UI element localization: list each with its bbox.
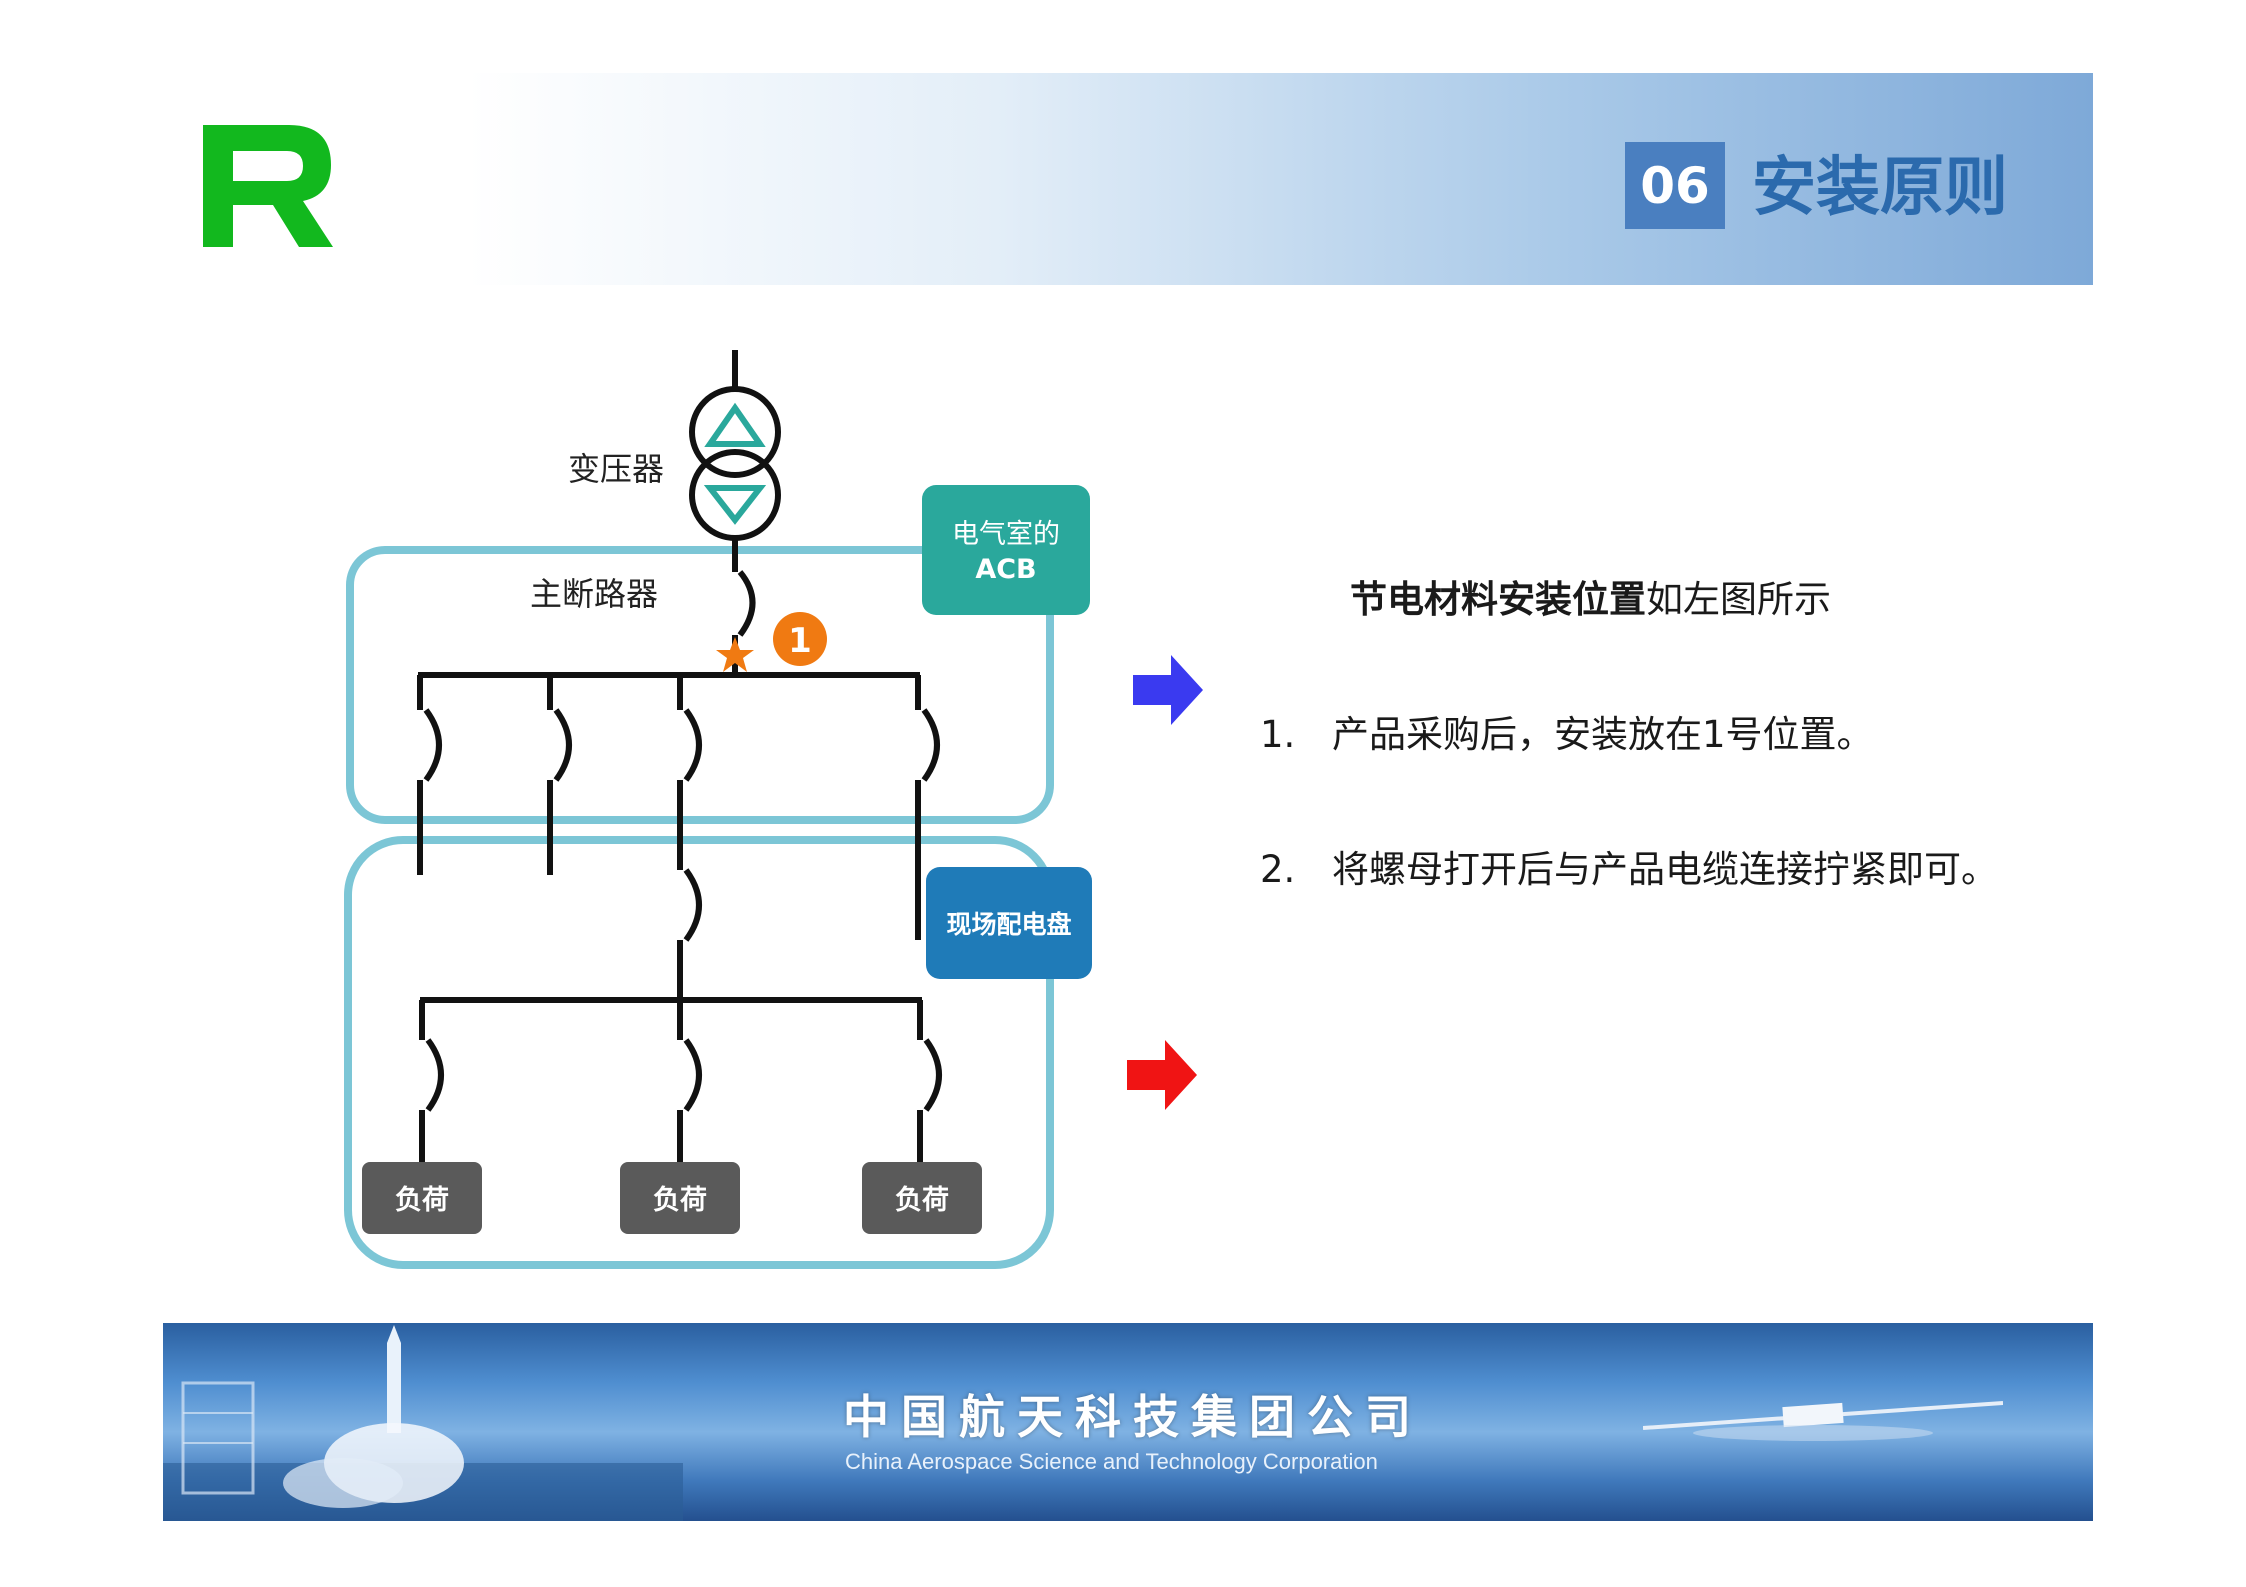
lower-branch-2 [677, 1000, 702, 1162]
lower-branch-1 [419, 1000, 444, 1162]
blue-arrow-icon [1133, 655, 1203, 725]
lower-branch-3 [917, 1000, 942, 1162]
load-box-3 [862, 1162, 982, 1234]
satellite-illustration [1643, 1401, 2003, 1441]
panel-box [926, 867, 1092, 979]
load-label-2: 负荷 [653, 1185, 707, 1216]
install-position-marker [773, 612, 827, 666]
circuit-diagram: 变压器 主断路器 1 [344, 350, 1092, 1269]
panel-box-label: 现场配电盘 [946, 910, 1071, 939]
upper-branch-3 [677, 675, 702, 1000]
intro-line: 节电材料安装位置如左图所示 [1350, 570, 1831, 630]
acb-box-label-line1: 电气室的 [952, 519, 1060, 550]
load-label-3: 负荷 [895, 1185, 949, 1216]
intro-bold: 节电材料安装位置 [1350, 578, 1646, 621]
upper-branch-1 [417, 675, 442, 875]
section-number-badge: 06 [1625, 142, 1725, 229]
acb-frame [346, 546, 1054, 824]
footer-title: 中国航天科技集团公司 [843, 1390, 1423, 1444]
step-2-number: 2. [1260, 848, 1296, 891]
step-1-number: 1. [1260, 713, 1296, 756]
transformer-symbol [689, 386, 781, 541]
upper-branch-2 [547, 675, 572, 875]
rocket-launch-illustration [163, 1325, 683, 1521]
load-box-1 [362, 1162, 482, 1234]
red-arrow-icon [1127, 1040, 1197, 1110]
acb-box-label-line2: ACB [975, 554, 1036, 585]
header-band [203, 73, 2093, 285]
footer-subtitle: China Aerospace Science and Technology C… [845, 1449, 1378, 1474]
transformer-label: 变压器 [568, 450, 664, 488]
main-breaker-symbol [737, 570, 756, 637]
load-box-2 [620, 1162, 740, 1234]
main-breaker-label: 主断路器 [530, 575, 658, 613]
footer-banner: 中国航天科技集团公司 China Aerospace Science and T… [163, 1323, 2093, 1521]
upper-branch-4 [915, 675, 940, 940]
panel-frame [344, 836, 1054, 1269]
install-star-marker [716, 637, 754, 672]
install-position-number: 1 [788, 621, 812, 661]
company-logo [203, 125, 333, 247]
step-1-text: 产品采购后，安装放在1号位置。 [1332, 713, 1874, 756]
step-2-text: 将螺母打开后与产品电缆连接拧紧即可。 [1332, 848, 1998, 891]
acb-box [922, 485, 1090, 615]
intro-rest: 如左图所示 [1646, 578, 1831, 621]
step-2: 2. 将螺母打开后与产品电缆连接拧紧即可。 [1260, 840, 1998, 900]
section-title: 安装原则 [1752, 151, 2008, 225]
load-label-1: 负荷 [395, 1185, 449, 1216]
step-1: 1. 产品采购后，安装放在1号位置。 [1260, 705, 1874, 765]
